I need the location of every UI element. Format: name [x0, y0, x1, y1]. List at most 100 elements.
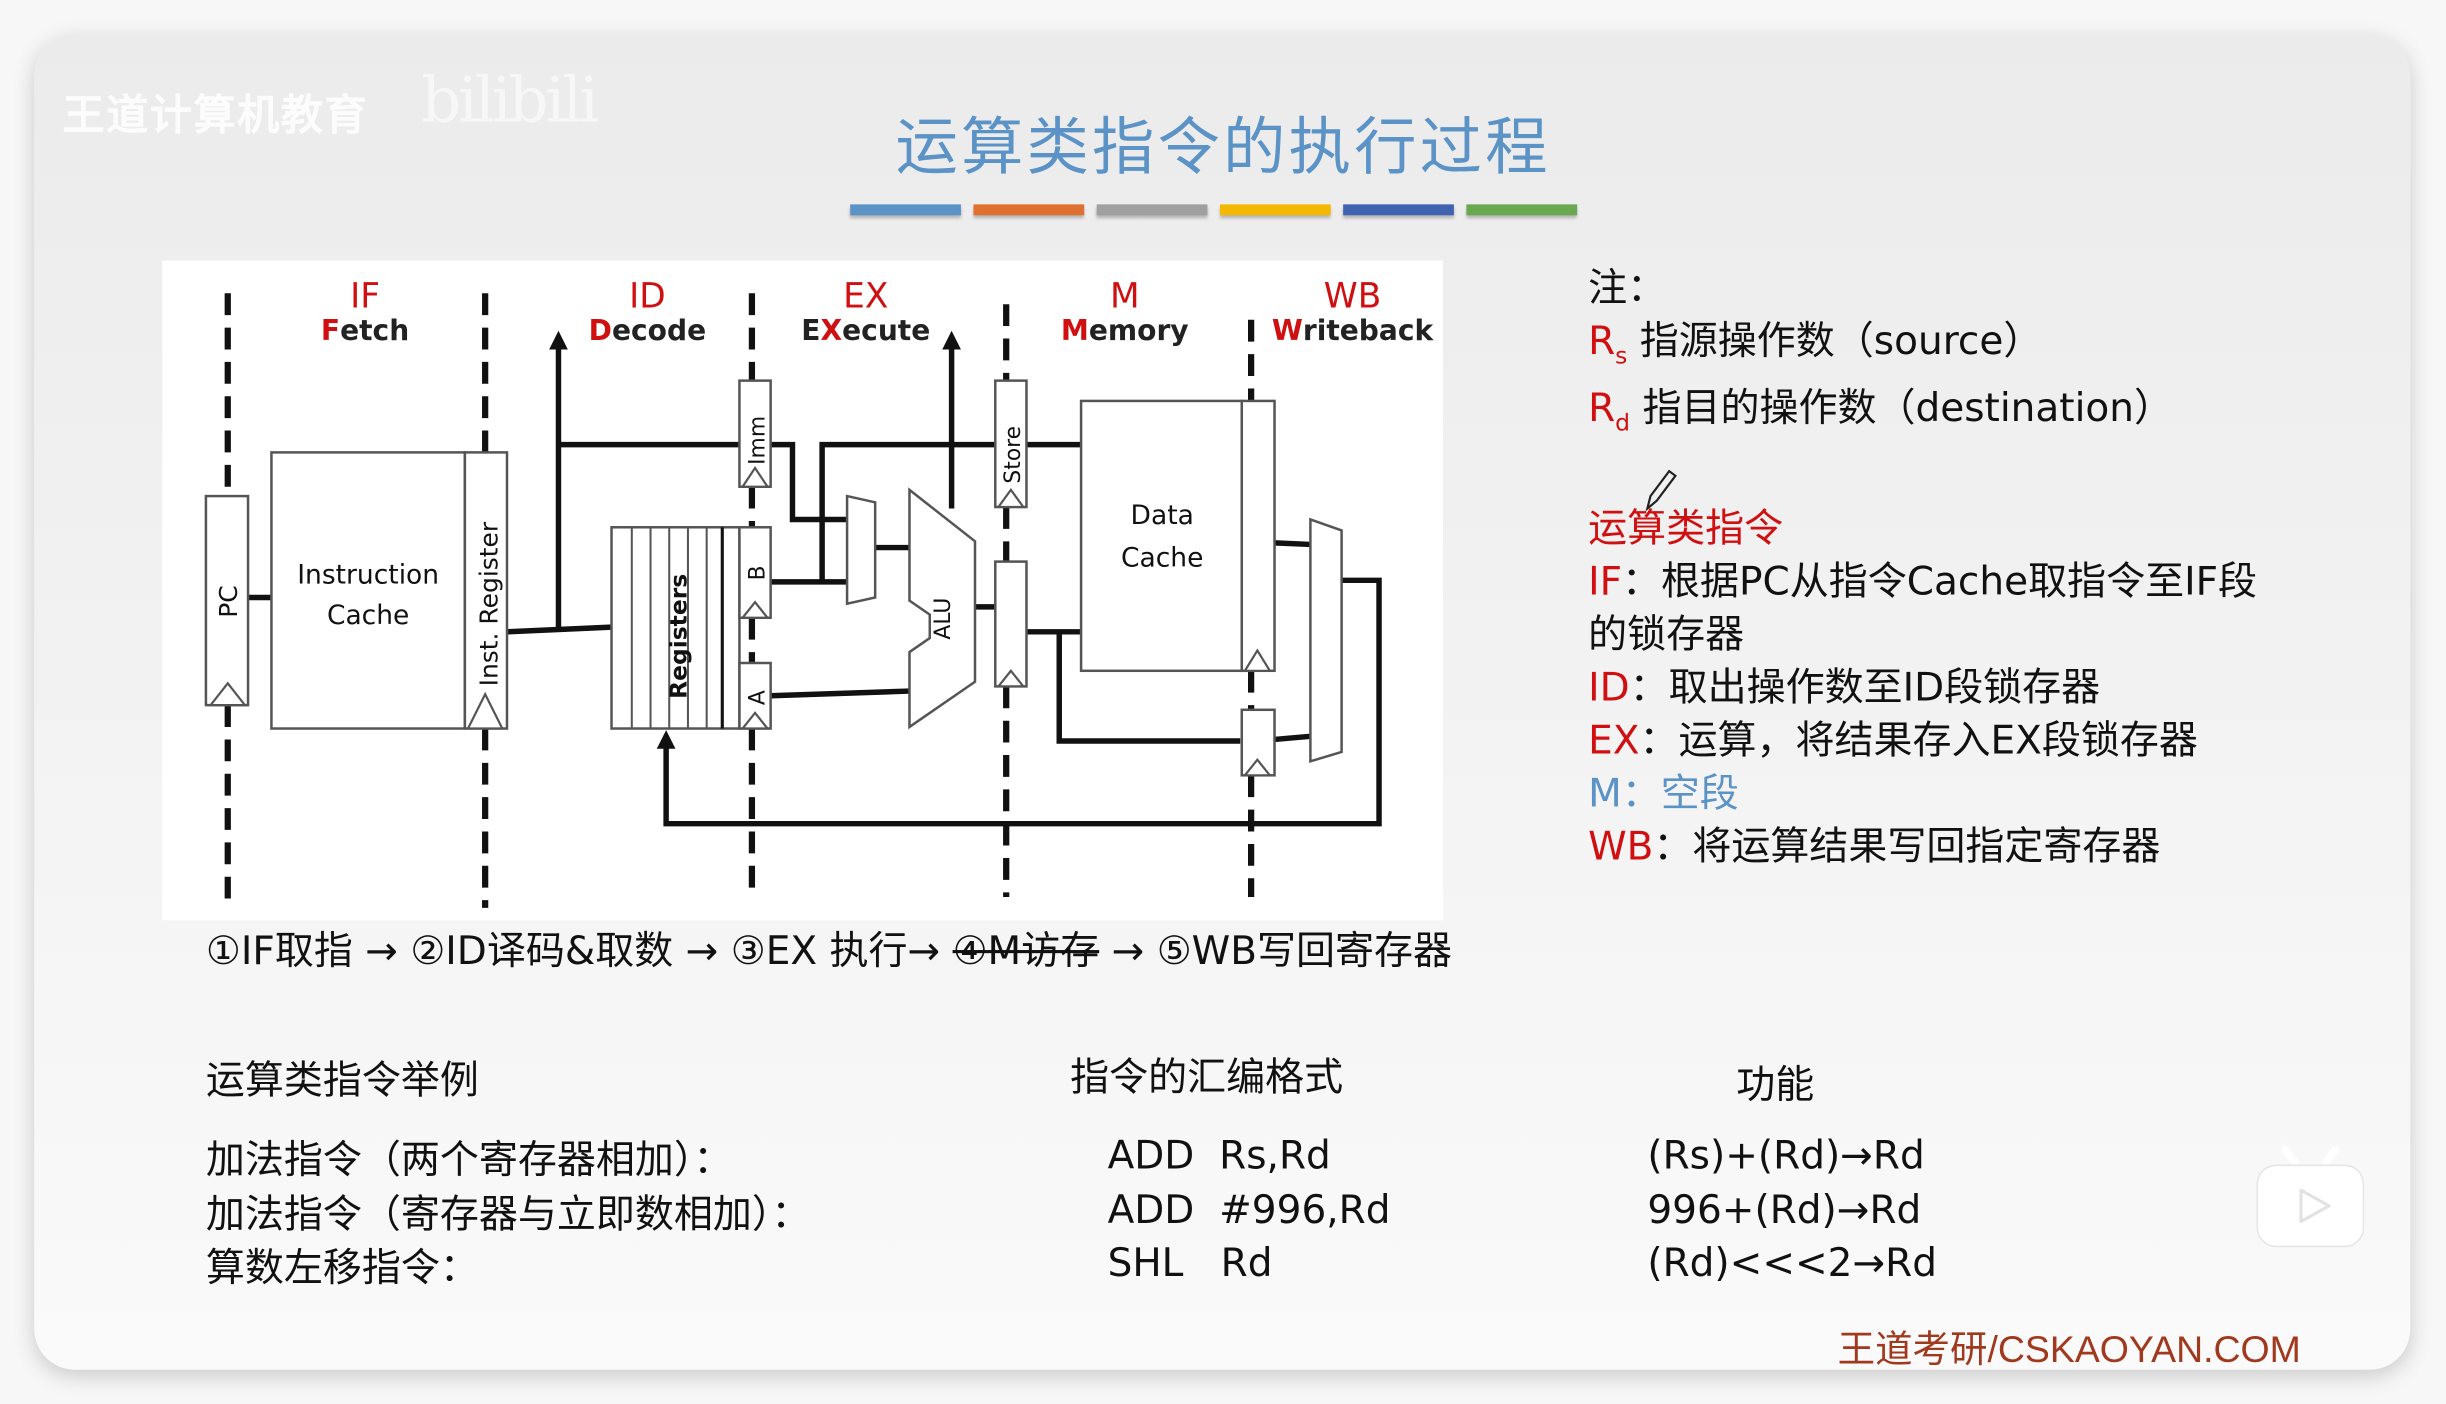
accent-bar	[1096, 204, 1208, 216]
pencil-icon	[1645, 469, 1677, 512]
pipeline-flow: ①IF取指 → ②ID译码&取数 → ③EX 执行→ ④M访存 → ⑤WB写回寄…	[206, 920, 1452, 976]
rd-symbol: Rd	[1588, 385, 1631, 437]
arrow-ir-up	[549, 330, 568, 350]
clock-imm	[740, 466, 770, 488]
stage-m: M Memory	[1051, 277, 1198, 348]
block-labels: PC Instruction Cache Inst. Register Regi…	[214, 416, 1203, 705]
stage-rest: ecute	[842, 315, 931, 348]
note-m: M：空段	[1588, 768, 2257, 821]
example-row-1-asm: ADD Rs,Rd	[1107, 1132, 1331, 1178]
accent-bar	[1343, 204, 1454, 216]
stage-full: Memory	[1051, 315, 1198, 348]
clock-pc	[208, 681, 248, 707]
clock-store	[996, 487, 1026, 509]
section-title: 运算类指令	[1588, 505, 1784, 551]
stage-rest: etch	[340, 315, 410, 348]
alu	[908, 487, 977, 730]
stage-wb: WB Writeback	[1267, 277, 1439, 348]
slide-title: 运算类指令的执行过程	[895, 112, 1551, 185]
wire-imm-mux	[770, 441, 848, 523]
wire-dcache-wbmux	[1274, 540, 1311, 548]
stage-id: ID Decode	[577, 277, 717, 348]
flow-arrow-icon: →	[365, 928, 398, 974]
stage-initial: F	[320, 315, 341, 348]
alu-label: ALU	[931, 598, 956, 640]
blocks	[204, 379, 1343, 777]
bilibili-logo-icon: bilibili	[421, 65, 599, 138]
note-wb: WB：将运算结果写回指定寄存器	[1588, 821, 2257, 874]
stage-initial: W	[1271, 315, 1303, 348]
note-ex: EX：运算，将结果存入EX段锁存器	[1588, 714, 2257, 767]
flow-step-1: ①IF取指	[205, 928, 353, 974]
arrowheads	[549, 330, 961, 749]
pipeline-svg: PC Instruction Cache Inst. Register Regi…	[204, 293, 1382, 908]
ex-mux	[845, 494, 877, 606]
stage-initial: D	[588, 315, 612, 348]
icache-label-2: Cache	[327, 600, 409, 631]
wire-bypass	[1056, 631, 1241, 744]
example-row-3-asm: SHL Rd	[1107, 1240, 1273, 1286]
dcache-label-2: Cache	[1121, 542, 1203, 573]
icache-label-1: Instruction	[297, 559, 439, 590]
stage-abbr: IF	[350, 277, 380, 317]
arrow-writeback	[656, 730, 676, 749]
registers-label: Registers	[664, 574, 692, 699]
clock-a	[740, 711, 770, 730]
accent-bar	[973, 204, 1085, 216]
flow-step-5: ⑤WB写回寄存器	[1156, 928, 1452, 974]
wb-text: ：将运算结果写回指定寄存器	[1653, 823, 2161, 869]
stage-abbr: WB	[1323, 277, 1382, 317]
bilibili-tv-play-icon[interactable]	[2254, 1146, 2366, 1250]
notes-spacer	[1588, 449, 2257, 512]
accent-bar	[1466, 204, 1578, 216]
example-row-3-desc: 算数左移指令：	[205, 1244, 479, 1291]
wb-mux	[1309, 517, 1343, 763]
clock-bypass	[1242, 757, 1273, 777]
clock-exlatch	[996, 669, 1026, 688]
stage-full: EXecute	[792, 315, 939, 348]
stage-rest: riteback	[1302, 315, 1434, 348]
stage-abbr: EX	[843, 277, 889, 317]
stage-initial-2: X	[820, 315, 843, 348]
wire-bypass-wbmux	[1274, 733, 1311, 743]
rs-text: 指源操作数（source）	[1639, 318, 2043, 364]
example-row-1-desc: 加法指令（两个寄存器相加）：	[205, 1137, 733, 1183]
examples-header-desc: 运算类指令举例	[205, 1057, 479, 1103]
note-if-cont: 的锁存器	[1588, 611, 1745, 657]
wire-writeback	[663, 577, 1382, 827]
instruction-cache	[270, 451, 467, 730]
stage-full: Writeback	[1267, 315, 1439, 348]
m-label: M	[1588, 770, 1622, 816]
flow-arrow-icon: →	[685, 928, 719, 974]
m-text: ：空段	[1621, 770, 1739, 816]
stage-initial: M	[1060, 315, 1089, 348]
clock-triangles	[208, 466, 1273, 777]
footer-brand: 王道考研/CSKAOYAN.COM	[1837, 1329, 2301, 1372]
example-row-2-asm: ADD #996,Rd	[1107, 1187, 1391, 1233]
notes-panel: 注： Rs 指源操作数（source） Rd 指目的操作数（destinatio…	[1588, 262, 2257, 874]
register-file	[610, 526, 741, 730]
title-accent-bars	[850, 204, 1578, 216]
flow-arrow-icon: →	[1111, 928, 1145, 974]
if-label: IF	[1588, 558, 1623, 604]
stage-full: Fetch	[303, 315, 428, 348]
stage-rest: ecode	[611, 315, 707, 348]
wb-label: WB	[1588, 823, 1654, 869]
accent-bar	[850, 204, 961, 216]
clock-memlatch	[1242, 648, 1272, 672]
pipeline-diagram: PC Instruction Cache Inst. Register Regi…	[162, 260, 1443, 921]
mem-result-latch	[1240, 399, 1276, 673]
arrow-alu-up	[942, 330, 961, 350]
stage-abbr: ID	[629, 277, 666, 317]
rd-text: 指目的操作数（destination）	[1642, 385, 2173, 431]
rs-symbol: Rs	[1588, 318, 1628, 370]
stage-abbr: M	[1109, 277, 1140, 317]
flow-step-3: ③EX 执行	[730, 928, 908, 974]
stage-rest: emory	[1088, 315, 1189, 348]
note-if: IF：根据PC从指令Cache取指令至IF段	[1588, 555, 2257, 608]
examples-header-func: 功能	[1736, 1062, 1815, 1108]
note-id: ID：取出操作数至ID段锁存器	[1588, 661, 2257, 714]
id-label: ID	[1588, 664, 1630, 710]
examples-header-asm: 指令的汇编格式	[1070, 1054, 1344, 1100]
stage-initial: E	[801, 315, 821, 348]
